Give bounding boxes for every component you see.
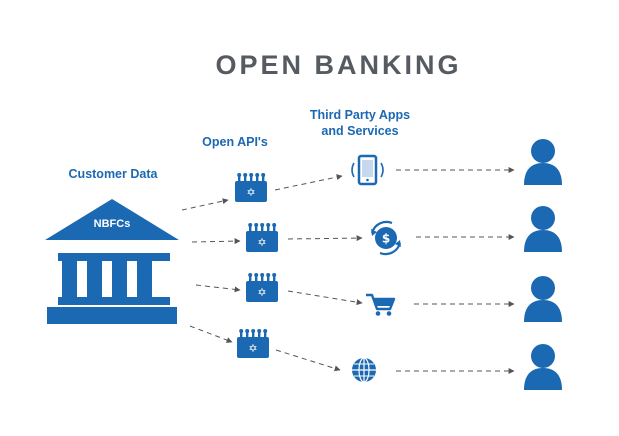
api-chip-icon <box>237 329 269 358</box>
third-party-label: Third Party Apps and Services <box>309 108 411 138</box>
user-icon <box>524 344 562 390</box>
nbfc-label: NBFCs <box>93 218 131 230</box>
arrow-api-service-2 <box>287 235 363 242</box>
arrow-bank-api-4 <box>189 325 233 343</box>
arrow-bank-api-1 <box>181 198 229 211</box>
customer-data-label: Customer Data <box>68 167 158 181</box>
user-icon <box>524 276 562 322</box>
arrow-bank-api-2 <box>191 238 241 245</box>
arrow-bank-api-3 <box>195 284 241 293</box>
arrow-api-service-4 <box>275 349 341 372</box>
currency-exchange-icon: $ <box>370 220 402 256</box>
smartphone-icon <box>351 154 384 186</box>
user-icon <box>524 139 562 185</box>
title-container: OPEN BANKING <box>0 50 619 81</box>
svg-text:$: $ <box>382 232 390 246</box>
arrow-api-service-1 <box>274 174 343 191</box>
api-chip-icon <box>246 273 278 302</box>
shopping-cart-icon <box>366 293 396 316</box>
api-chip-icon <box>246 223 278 252</box>
globe-icon <box>352 357 376 383</box>
arrow-api-service-3 <box>287 290 363 306</box>
open-api-label: Open API's <box>202 135 268 149</box>
api-chip-icon <box>235 173 267 202</box>
user-icon <box>524 206 562 252</box>
bank-building-icon <box>45 199 179 324</box>
page-title: OPEN BANKING <box>215 50 462 80</box>
